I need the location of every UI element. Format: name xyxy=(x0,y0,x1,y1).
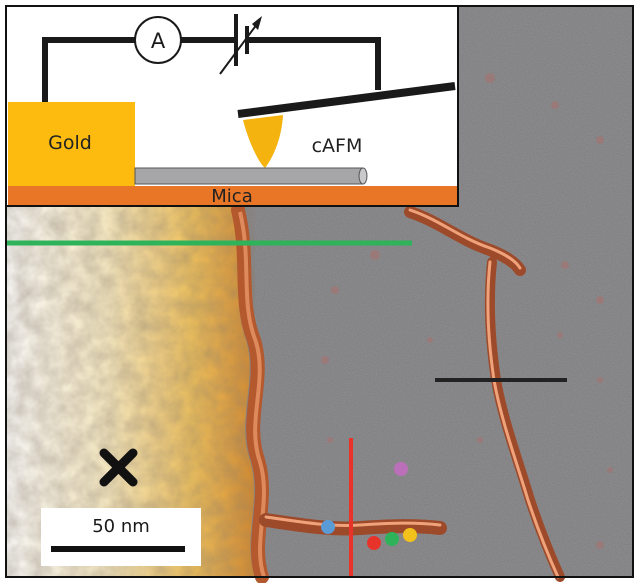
scale-bar-label: 50 nm xyxy=(92,516,150,537)
nanowires xyxy=(259,206,565,582)
gold-label: Gold xyxy=(48,132,92,154)
marker-green xyxy=(385,532,399,546)
inset-schematic: A Gold Mica cAFM xyxy=(6,6,458,207)
particles xyxy=(321,73,613,549)
ammeter-icon xyxy=(134,16,182,64)
scale-bar-background xyxy=(41,508,201,566)
mica-label: Mica xyxy=(211,186,252,207)
gold-electrode-shadows xyxy=(6,205,255,577)
nanowire-bottom xyxy=(259,513,447,536)
scale-bar: 50 nm xyxy=(41,508,201,566)
variable-arrow-head xyxy=(252,16,262,30)
circuit-wire xyxy=(42,37,381,102)
nanowire-schematic xyxy=(134,167,364,185)
gold-block xyxy=(8,102,135,186)
cafm-tip xyxy=(243,115,283,168)
marker-purple xyxy=(394,462,408,476)
nanowire-end xyxy=(358,167,368,185)
mica-substrate xyxy=(8,186,458,206)
nanowire-top-hl xyxy=(408,208,522,270)
marker-red xyxy=(367,536,381,550)
x-mark-icon xyxy=(99,448,138,487)
nanowire-long xyxy=(484,257,565,582)
cantilever xyxy=(237,82,456,118)
marker-yellow xyxy=(403,528,417,542)
variable-arrow-icon xyxy=(219,19,261,75)
inset-frame xyxy=(5,5,459,207)
nanowire-bottom-hl xyxy=(264,515,442,527)
ammeter-label: A xyxy=(151,29,166,53)
cafm-label: cAFM xyxy=(312,135,363,157)
nanowire-long-hl xyxy=(486,260,560,579)
marker-blue xyxy=(321,520,335,534)
